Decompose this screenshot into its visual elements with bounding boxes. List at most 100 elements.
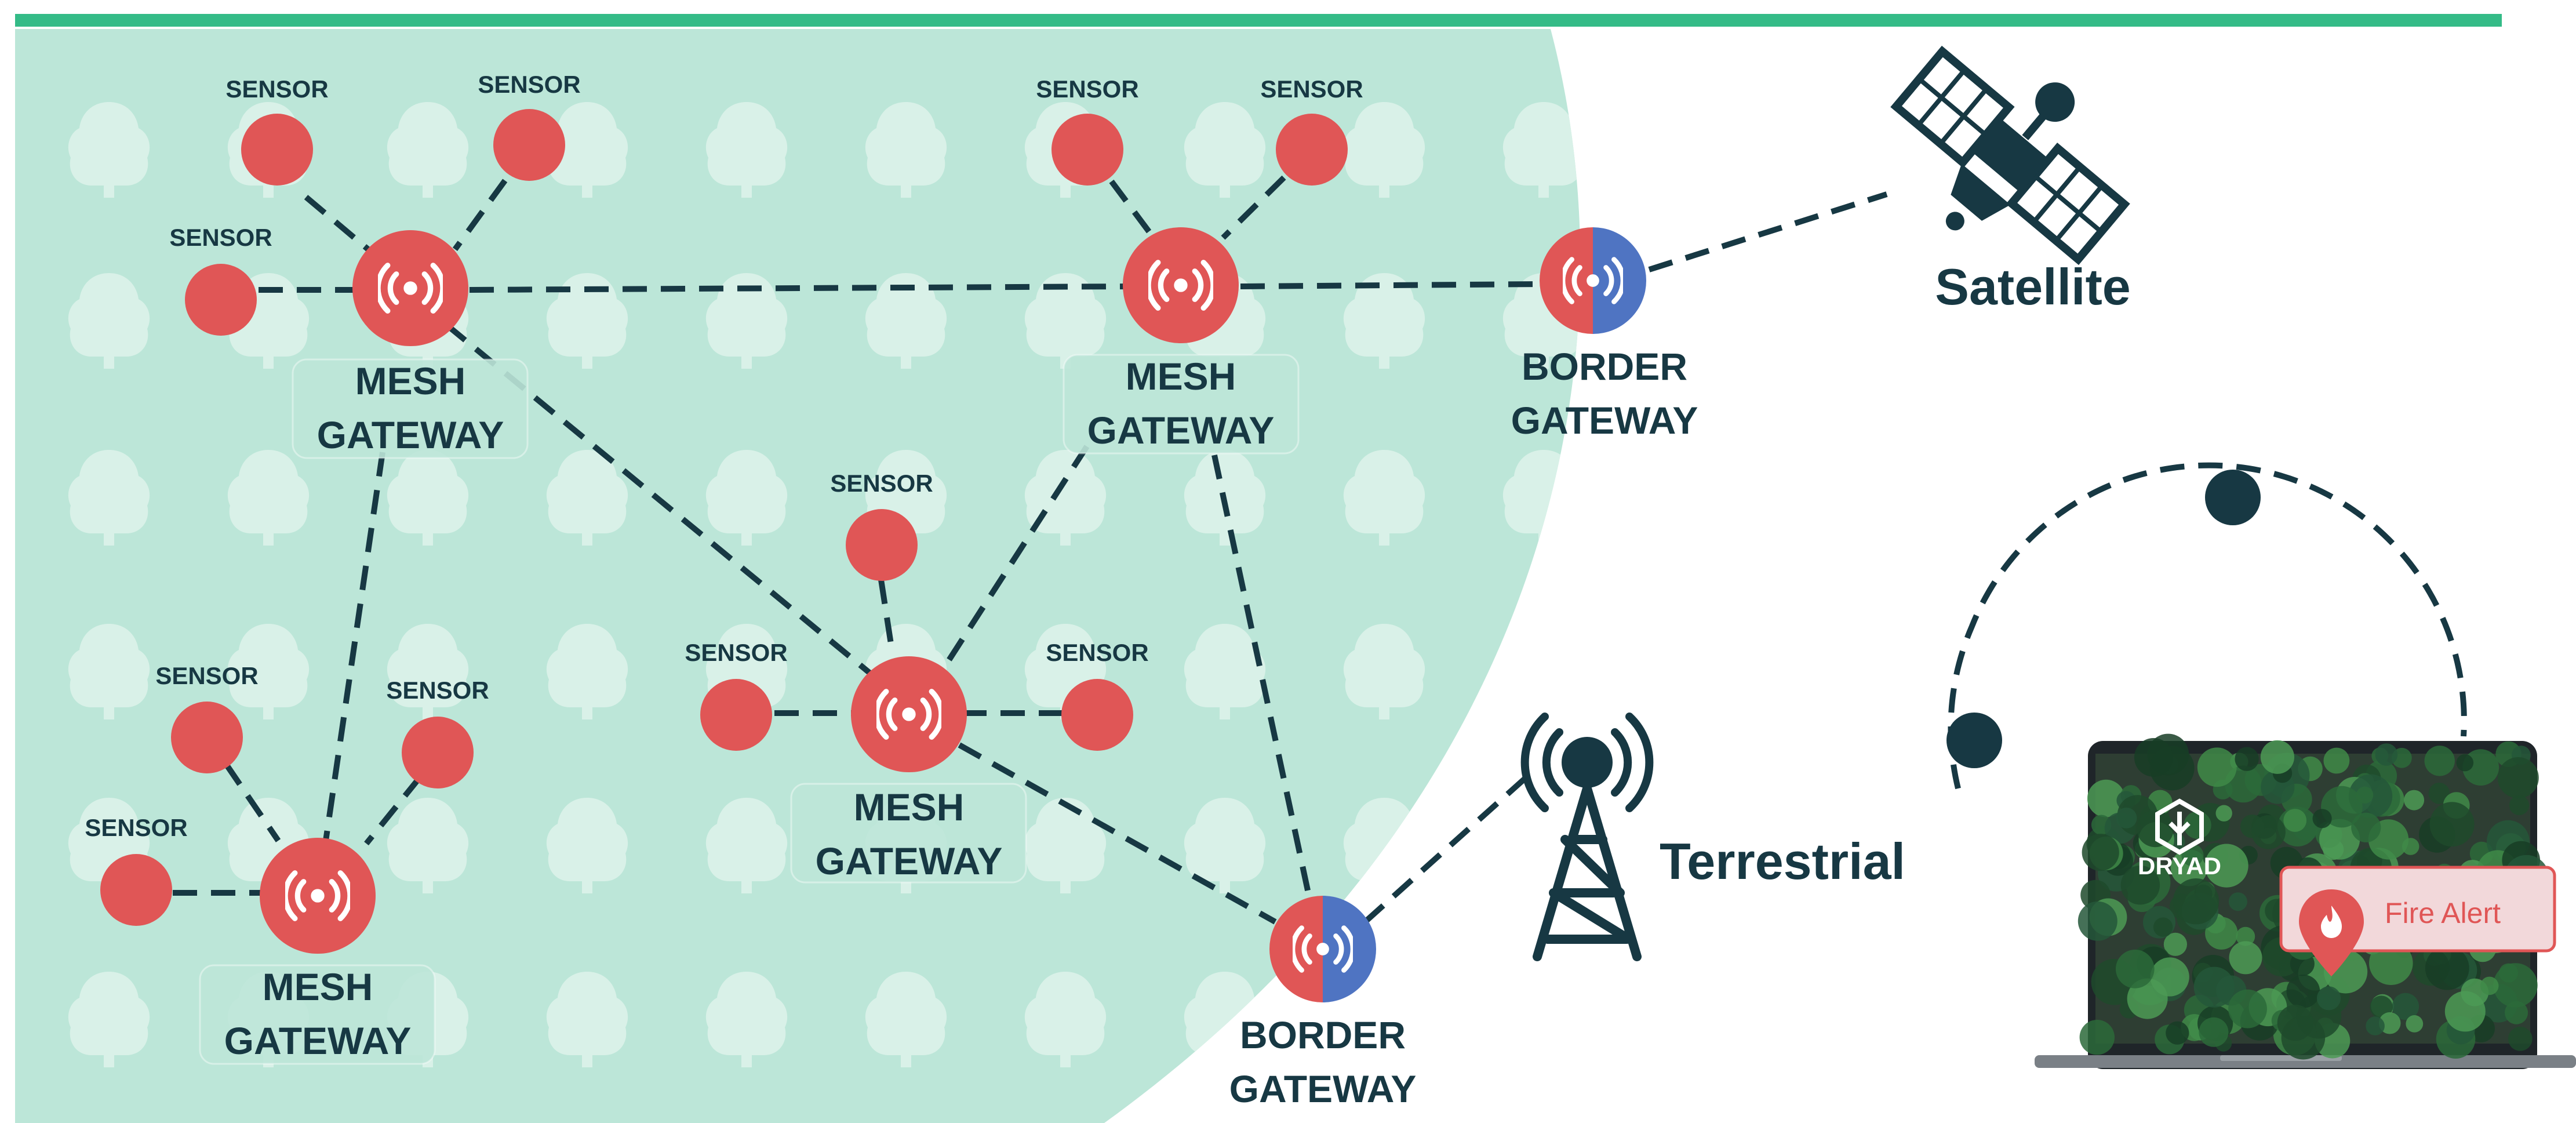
tree-canopy	[2166, 1021, 2189, 1045]
tree-canopy	[2456, 754, 2474, 772]
tree-canopy	[2120, 866, 2160, 905]
sensor-label: SENSOR	[225, 75, 328, 103]
tree-canopy	[2215, 805, 2232, 822]
sensors: SENSOR SENSOR SENSOR SENSOR SENSOR SENSO…	[85, 71, 1363, 926]
tree-canopy	[2509, 795, 2530, 816]
mesh-gateway: MESH GATEWAY	[790, 656, 1027, 884]
sensor-node: SENSOR	[85, 814, 188, 926]
tree-canopy	[2323, 747, 2350, 774]
border-label-line2: GATEWAY	[1229, 1067, 1417, 1110]
link	[469, 284, 1128, 293]
link	[304, 195, 370, 252]
terrestrial-label: Terrestrial	[1660, 833, 1905, 890]
sensor-node: SENSOR	[685, 639, 788, 751]
mesh-label-line1: MESH	[1126, 355, 1236, 398]
tree-canopy	[2077, 901, 2117, 941]
link	[936, 445, 1090, 677]
tree-canopy	[2356, 786, 2374, 804]
tree-canopy	[2260, 740, 2294, 774]
border-label-line2: GATEWAY	[1511, 399, 1698, 442]
tree-canopy	[2236, 926, 2255, 946]
tree-canopy	[2173, 878, 2220, 925]
sensor-node: SENSOR	[1036, 75, 1139, 186]
sensor-node: SENSOR	[478, 71, 581, 181]
tree-canopy	[2116, 950, 2155, 988]
laptop-icon: DRYAD Fire Alert	[2035, 733, 2576, 1069]
sensor-label: SENSOR	[830, 470, 933, 497]
link	[1240, 281, 1540, 289]
tree-canopy	[2229, 941, 2262, 975]
sensor-label: SENSOR	[1036, 75, 1138, 103]
tree-canopy	[2428, 783, 2450, 804]
satellite-label: Satellite	[1935, 258, 2130, 315]
sensor-label: SENSOR	[169, 224, 272, 251]
tree-canopy	[2499, 963, 2519, 983]
tree-canopy	[2116, 807, 2137, 828]
tree-canopy	[2444, 991, 2486, 1032]
sensor-node: SENSOR	[1260, 75, 1363, 186]
sensor-label: SENSOR	[386, 677, 489, 704]
sensor-label: SENSOR	[685, 639, 787, 666]
sensor-label: SENSOR	[478, 71, 580, 98]
tree-canopy	[2480, 976, 2499, 995]
tree-canopy	[2351, 812, 2381, 842]
orbit-dot	[1946, 713, 2002, 768]
link	[223, 762, 281, 842]
tree-canopy	[2378, 1012, 2401, 1034]
border-label-line1: BORDER	[1522, 345, 1687, 388]
tree-canopy	[2205, 917, 2238, 950]
link	[958, 742, 1277, 925]
tree-canopy	[2404, 790, 2425, 811]
tree-logo-icon	[2155, 798, 2204, 855]
tree-canopy	[2134, 738, 2173, 777]
mesh-label-line2: GATEWAY	[1087, 409, 1275, 452]
radio-tower-icon	[1520, 713, 1654, 961]
tree-canopy	[2193, 966, 2235, 1008]
mesh-label-line2: GATEWAY	[224, 1019, 412, 1062]
link	[1648, 191, 1888, 272]
sensor-node: SENSOR	[155, 662, 259, 773]
border-label-line1: BORDER	[1240, 1013, 1406, 1056]
tree-canopy	[2082, 834, 2119, 871]
tree-icon	[1502, 624, 1581, 719]
sensor-label: SENSOR	[1046, 639, 1148, 666]
tree-canopy	[2424, 746, 2455, 776]
tree-canopy	[2316, 986, 2341, 1011]
connections	[173, 148, 2467, 925]
tree-canopy	[2150, 957, 2189, 997]
sensor-node: SENSOR	[169, 224, 272, 336]
tree-canopy	[2505, 1001, 2528, 1024]
orbit-link	[1948, 462, 2467, 790]
tree-canopy	[2366, 1016, 2385, 1035]
link	[878, 579, 896, 656]
border-gateways: BORDER GATEWAY BORDER GATEWAY	[1229, 227, 1698, 1110]
tree-canopy	[2406, 1015, 2424, 1033]
tree-canopy	[2228, 989, 2267, 1028]
tree-canopy	[2319, 819, 2360, 860]
mesh-gateway: MESH GATEWAY	[199, 838, 436, 1065]
sensor-label: SENSOR	[155, 662, 258, 689]
satellite-icon	[1890, 45, 2130, 266]
sensor-node: SENSOR	[830, 470, 933, 581]
tree-canopy	[2283, 809, 2307, 832]
tree-canopy	[2228, 892, 2247, 911]
border-gateway: BORDER GATEWAY	[1229, 896, 1417, 1110]
tree-canopy	[2163, 932, 2187, 956]
mesh-label-line1: MESH	[263, 965, 373, 1008]
tree-canopy	[2425, 946, 2469, 990]
sensor-node: SENSOR	[1046, 639, 1149, 751]
tree-canopy	[2199, 1017, 2229, 1047]
mesh-label-line2: GATEWAY	[816, 839, 1003, 882]
tree-canopy	[2375, 743, 2398, 766]
link	[323, 452, 385, 841]
tree-canopy	[2153, 917, 2173, 937]
mesh-gateway: MESH GATEWAY	[292, 230, 529, 459]
fire-icon	[2321, 906, 2342, 938]
mesh-gateway: MESH GATEWAY	[1063, 227, 1300, 455]
tree-canopy	[2235, 747, 2259, 771]
mesh-label-line1: MESH	[355, 359, 466, 402]
tree-canopy	[2312, 809, 2332, 828]
tree-canopy	[2286, 975, 2320, 1008]
